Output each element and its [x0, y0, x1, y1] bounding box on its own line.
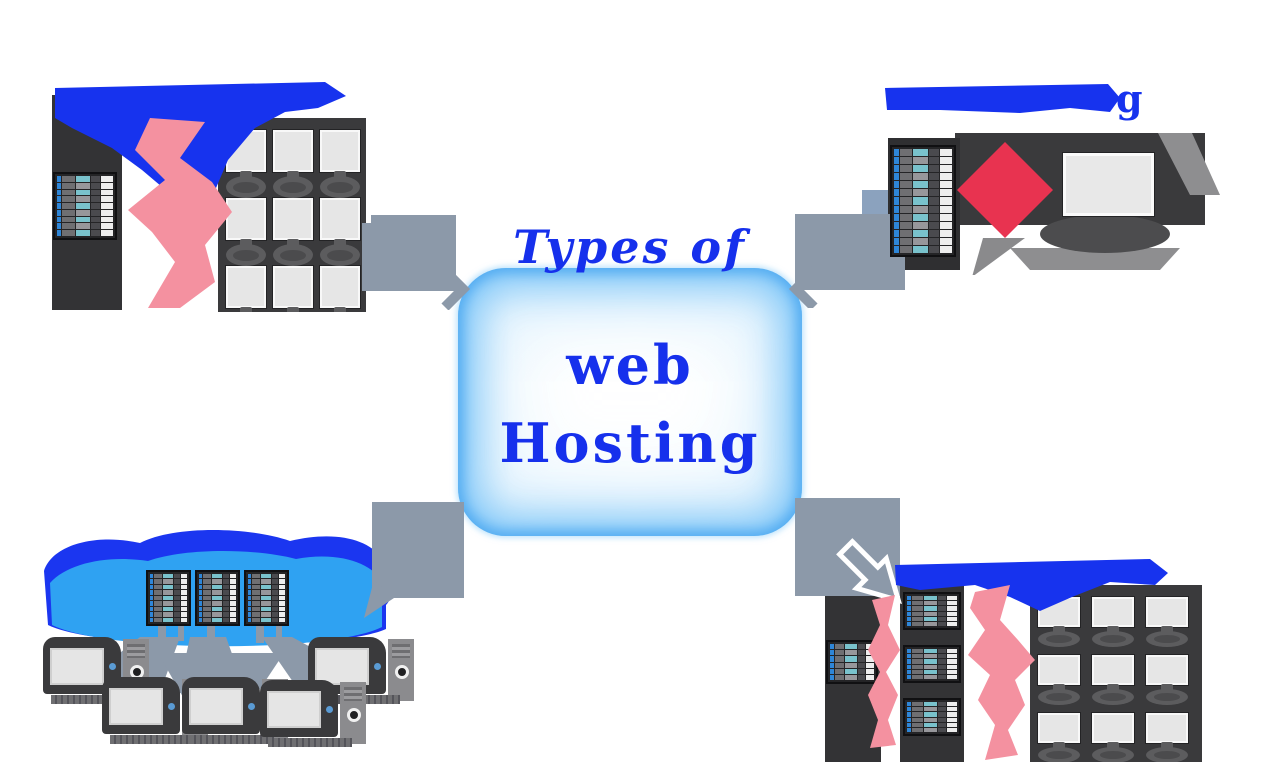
center-title-line3: Hosting: [499, 411, 761, 475]
title-visible-letter: g: [1116, 76, 1143, 121]
desk-icon: [1040, 215, 1170, 253]
monitor-desk-unit: [320, 198, 360, 266]
gray-diagonal: [1158, 133, 1220, 195]
monitor-desk-unit: [1092, 713, 1134, 762]
server-rack-icon: [903, 645, 961, 683]
reseller-hosting-overlay: [868, 559, 1168, 760]
arrow-bottom-left: [364, 502, 464, 618]
arrow-top-left: [362, 215, 471, 310]
monitor-icon: [320, 198, 360, 240]
shared-hosting-overlay: [55, 82, 346, 308]
monitor-desk-unit: [273, 198, 313, 266]
monitor-desk-unit: [1092, 655, 1134, 705]
monitor-desk-unit: [226, 198, 266, 266]
center-glow-box: [458, 268, 802, 536]
title-blob: [895, 559, 1168, 611]
desk-icon: [1038, 631, 1080, 647]
desk-icon: [1146, 689, 1188, 705]
desktop-computer-icon: [260, 680, 370, 755]
desk-icon: [226, 244, 266, 266]
monitor-desk-unit: [320, 266, 360, 312]
pink-arrow-shape-small: [868, 595, 900, 748]
illustration-shared-hosting: [50, 80, 370, 312]
monitor-desk-unit: [1038, 713, 1080, 762]
desk-icon: [320, 244, 360, 266]
title-blob: [55, 82, 346, 218]
monitor-grid-panel: [218, 118, 366, 312]
server-rack-icon: [903, 592, 961, 630]
arrow-top-right: [788, 214, 905, 308]
desk-icon: [273, 176, 313, 198]
server-rack-icon: [195, 570, 240, 626]
monitor-desk-unit: [273, 266, 313, 312]
monitor-icon: [1092, 713, 1134, 743]
illustration-cloud-hosting: [40, 525, 414, 762]
desk-icon: [1146, 747, 1188, 762]
dedicated-hosting-title-layer: [885, 84, 1120, 113]
monitor-desk-unit: [320, 130, 360, 198]
monitor-desk-unit: [226, 266, 266, 312]
desk-icon: [1038, 689, 1080, 705]
diamond-tail: [972, 238, 1025, 275]
monitor-desk-unit: [273, 130, 313, 198]
pink-arrow-shape: [128, 118, 232, 308]
monitor-desk-unit: [1092, 597, 1134, 647]
desk-icon: [320, 176, 360, 198]
pink-arrow-shape-large: [968, 585, 1035, 760]
monitor-desk-unit: [1146, 655, 1188, 705]
illustration-reseller-hosting: [820, 555, 1220, 762]
illustration-dedicated-hosting: g: [860, 76, 1220, 275]
center-title-line2: web: [566, 333, 694, 397]
server-rack-icon: [890, 145, 956, 257]
dedicated-hosting-underlay: [972, 133, 1220, 275]
desk-icon: [273, 244, 313, 266]
desk-trapezoid: [1010, 248, 1180, 270]
monitor-desk-unit: [1146, 713, 1188, 762]
desk-icon: [1092, 631, 1134, 647]
desk-icon: [226, 176, 266, 198]
desk-icon: [1038, 747, 1080, 762]
monitor-desk-unit: [1146, 597, 1188, 647]
monitor-icon: [226, 266, 266, 308]
desk-icon: [1092, 747, 1134, 762]
monitor-icon: [1146, 597, 1188, 627]
desk-icon: [1146, 631, 1188, 647]
center-title-line1: Types of: [513, 220, 747, 274]
monitor-icon: [273, 266, 313, 308]
server-rack-icon: [903, 698, 961, 736]
monitor-icon: [1146, 713, 1188, 743]
desk-icon: [1092, 689, 1134, 705]
title-blob: [885, 84, 1120, 113]
arrow-bottom-right: [795, 498, 902, 604]
server-rack-icon: [53, 172, 117, 240]
monitor-grid-panel: [1030, 585, 1202, 762]
server-rack-icon: [244, 570, 289, 626]
monitor-desk-unit: [1038, 655, 1080, 705]
server-rack-icon: [146, 570, 191, 626]
monitor-icon: [320, 266, 360, 308]
monitor-icon: [1063, 153, 1154, 216]
